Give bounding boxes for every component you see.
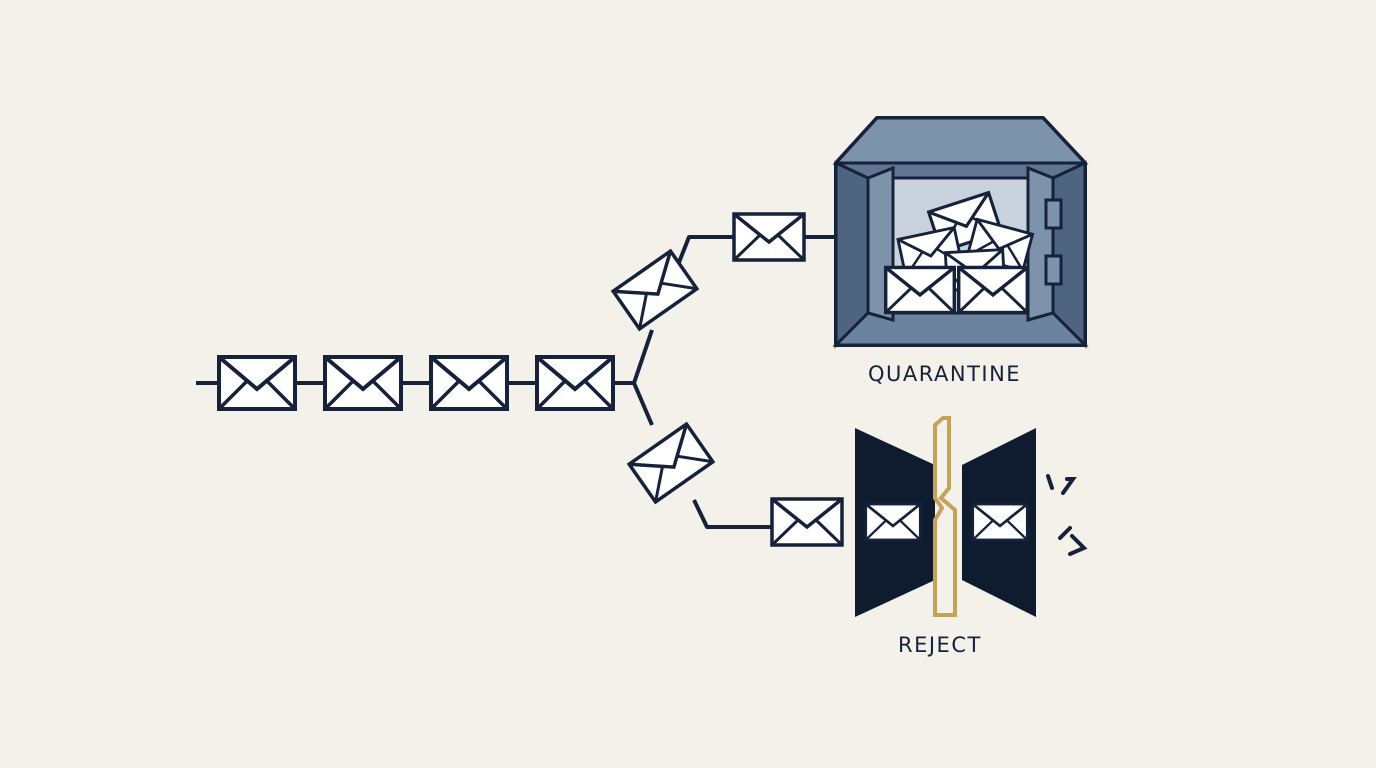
envelope-icon: [732, 212, 806, 262]
envelope-icon: [770, 497, 844, 547]
rejection-spark-icon: [1046, 474, 1088, 556]
hinge-icon: [1044, 254, 1063, 286]
vault-icon: [832, 116, 1089, 349]
envelope-icon: [611, 249, 699, 331]
quarantine-label: QUARANTINE: [868, 362, 1022, 386]
reject-branch-line: [692, 499, 776, 529]
reject-branch-line: [632, 382, 654, 426]
blocked-gate-icon: [855, 416, 1088, 617]
envelope-icon: [323, 355, 403, 411]
reject-label: REJECT: [898, 633, 982, 657]
envelope-icon: [535, 355, 615, 411]
barrier-bar: [933, 416, 957, 617]
envelope-icon: [627, 422, 715, 504]
hinge-icon: [1044, 198, 1063, 230]
envelope-icon: [217, 355, 297, 411]
quarantine-branch-line: [632, 329, 654, 384]
envelope-icon: [429, 355, 509, 411]
